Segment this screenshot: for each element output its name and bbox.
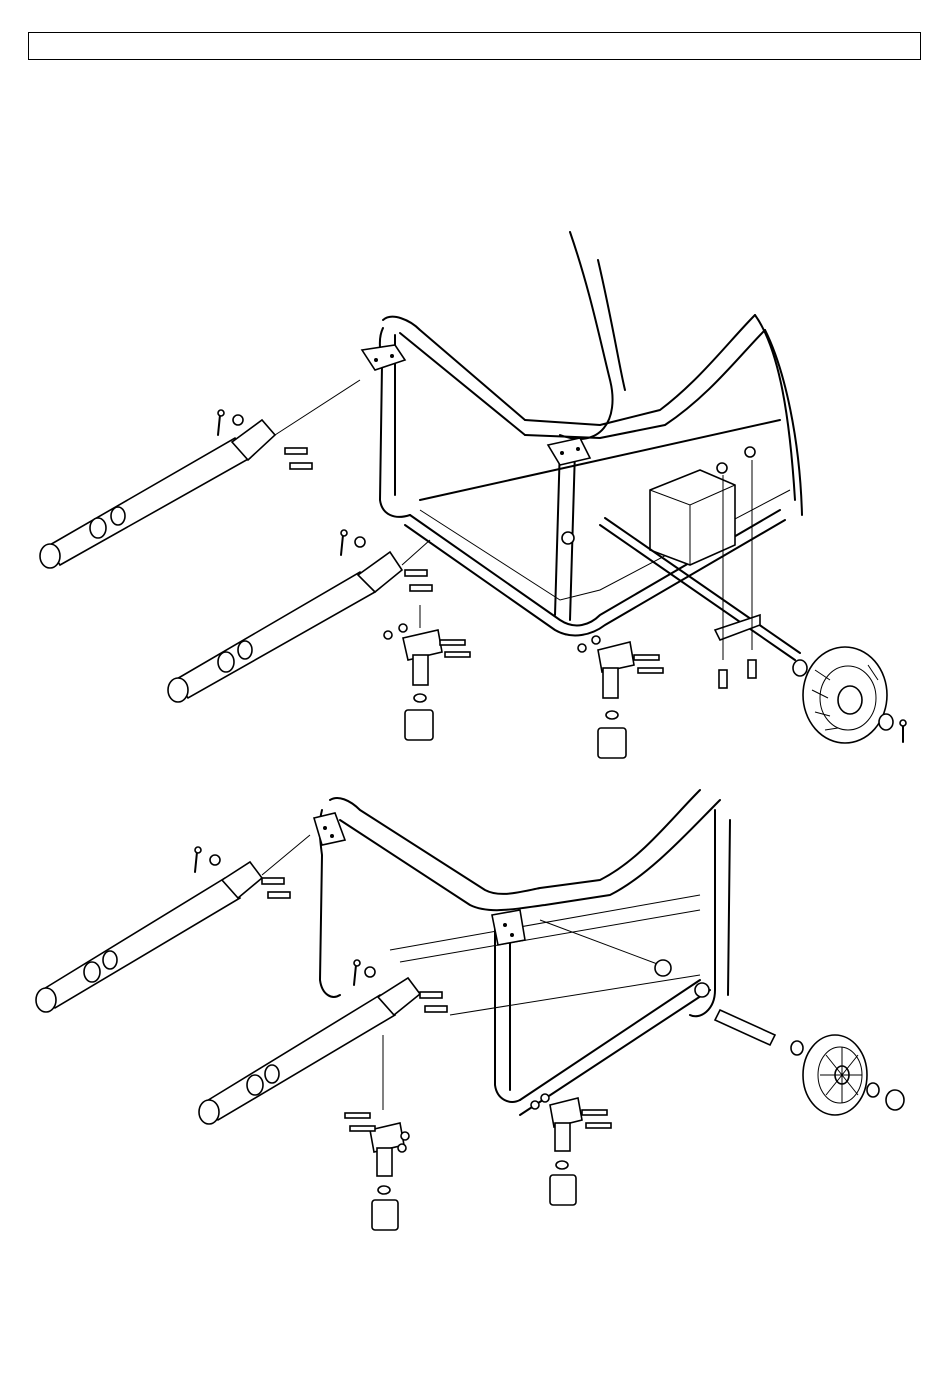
handle-upper xyxy=(36,835,310,1012)
frame-bracket-left xyxy=(314,813,345,845)
assembly-diagram-bottom xyxy=(0,780,950,1240)
wheel-spoked xyxy=(803,1035,904,1115)
frame-bracket-left xyxy=(362,345,405,370)
frame-bracket-right xyxy=(548,438,590,465)
handle-lower xyxy=(168,540,430,702)
handle-upper xyxy=(40,380,360,568)
axle-bottom xyxy=(540,920,803,1055)
foot-assembly-right xyxy=(578,636,663,758)
header-bar xyxy=(28,32,921,60)
frame-left-loop xyxy=(380,317,525,517)
foot-assembly-left xyxy=(345,1113,409,1230)
wheel-solid-tire xyxy=(793,647,906,743)
assembly-diagram-top xyxy=(0,220,950,780)
foot-assembly-right xyxy=(531,1094,611,1205)
frame-upright xyxy=(525,232,802,515)
handle-lower xyxy=(199,960,447,1124)
frame-bottom xyxy=(320,790,730,1115)
foot-assembly-left xyxy=(384,605,470,740)
frame-bracket-right xyxy=(492,910,525,945)
